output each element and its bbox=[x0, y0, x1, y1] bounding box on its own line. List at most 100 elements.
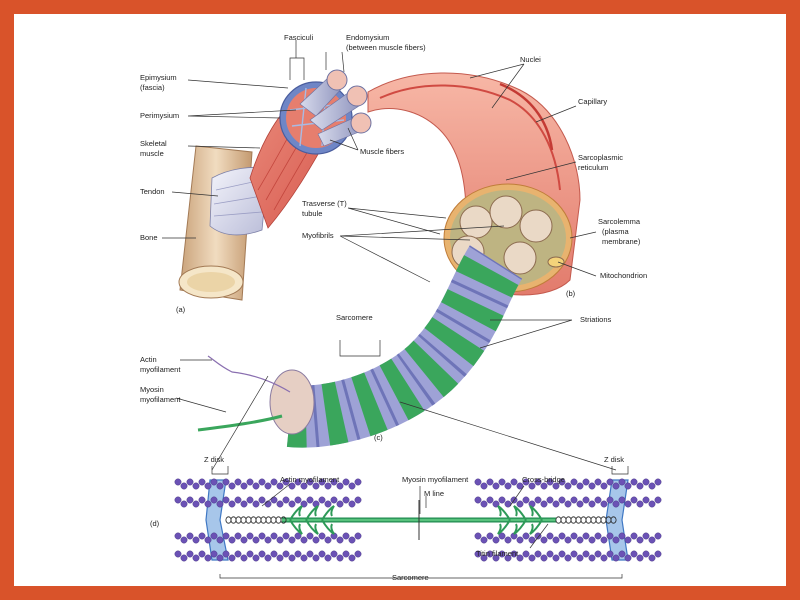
titin-coil bbox=[270, 516, 277, 524]
label-epimysium-sub: (fascia) bbox=[140, 83, 165, 92]
titin-coil bbox=[255, 516, 262, 524]
actin-bead bbox=[240, 554, 248, 562]
label-striations: Striations bbox=[580, 315, 612, 324]
panel-d: (d) bbox=[150, 519, 160, 528]
actin-bead bbox=[504, 554, 512, 562]
actin-bead bbox=[186, 550, 194, 558]
actin-bead bbox=[636, 500, 644, 508]
actin-bead bbox=[210, 550, 218, 558]
label-fasciculi: Fasciculi bbox=[284, 33, 314, 42]
cross-bridge-head bbox=[529, 505, 543, 521]
actin-bead bbox=[480, 482, 488, 490]
actin-bead bbox=[330, 496, 338, 504]
actin-bead bbox=[528, 536, 536, 544]
panel-c: (c) bbox=[374, 433, 383, 442]
actin-bead bbox=[654, 478, 662, 486]
label-myosin-c-sub: myofilament bbox=[140, 395, 181, 404]
actin-bead bbox=[654, 550, 662, 558]
actin-bead bbox=[492, 500, 500, 508]
actin-bead bbox=[216, 500, 224, 508]
actin-bead bbox=[324, 554, 332, 562]
actin-bead bbox=[588, 536, 596, 544]
actin-bead bbox=[174, 496, 182, 504]
actin-bead bbox=[636, 554, 644, 562]
actin-bead bbox=[204, 536, 212, 544]
actin-bead bbox=[582, 550, 590, 558]
actin-bead bbox=[252, 500, 260, 508]
actin-bead bbox=[558, 532, 566, 540]
panel-a: (a) bbox=[176, 305, 186, 314]
actin-bead bbox=[498, 550, 506, 558]
titin-coil bbox=[230, 516, 237, 524]
label-perimysium: Perimysium bbox=[140, 111, 179, 120]
actin-bead bbox=[576, 482, 584, 490]
actin-bead bbox=[270, 478, 278, 486]
actin-bead bbox=[342, 550, 350, 558]
actin-bead bbox=[324, 500, 332, 508]
actin-bead bbox=[222, 478, 230, 486]
actin-bead bbox=[306, 478, 314, 486]
actin-bead bbox=[534, 550, 542, 558]
titin-coil bbox=[260, 516, 267, 524]
actin-bead bbox=[564, 500, 572, 508]
actin-bead bbox=[486, 550, 494, 558]
actin-bead bbox=[522, 478, 530, 486]
actin-bead bbox=[480, 500, 488, 508]
actin-bead bbox=[540, 500, 548, 508]
actin-bead bbox=[198, 478, 206, 486]
actin-bead bbox=[324, 482, 332, 490]
actin-bead bbox=[270, 532, 278, 540]
actin-bead bbox=[582, 532, 590, 540]
actin-bead bbox=[330, 550, 338, 558]
actin-bead bbox=[594, 550, 602, 558]
actin-bead bbox=[642, 532, 650, 540]
actin-bead bbox=[180, 482, 188, 490]
actin-bead bbox=[228, 554, 236, 562]
actin-bead bbox=[354, 496, 362, 504]
actin-bead bbox=[474, 532, 482, 540]
actin-bead bbox=[258, 496, 266, 504]
actin-bead bbox=[330, 478, 338, 486]
actin-bead bbox=[486, 532, 494, 540]
actin-bead bbox=[546, 478, 554, 486]
cross-bridge-head bbox=[497, 505, 511, 521]
label-zdisk-right: Z disk bbox=[604, 455, 624, 464]
actin-bead bbox=[348, 500, 356, 508]
actin-bead bbox=[594, 532, 602, 540]
actin-bead bbox=[642, 496, 650, 504]
actin-bead bbox=[516, 482, 524, 490]
actin-bead bbox=[246, 532, 254, 540]
actin-bead bbox=[510, 550, 518, 558]
actin-bead bbox=[222, 496, 230, 504]
actin-bead bbox=[276, 500, 284, 508]
cross-bridge-head bbox=[321, 519, 335, 535]
titin-coil bbox=[585, 516, 592, 524]
actin-bead bbox=[306, 532, 314, 540]
actin-bead bbox=[174, 478, 182, 486]
actin-bead bbox=[618, 478, 626, 486]
titin-coil bbox=[265, 516, 272, 524]
titin-coil bbox=[240, 516, 247, 524]
actin-bead bbox=[258, 478, 266, 486]
actin-bead bbox=[234, 478, 242, 486]
actin-bead bbox=[174, 532, 182, 540]
actin-bead bbox=[474, 550, 482, 558]
actin-bead bbox=[564, 482, 572, 490]
actin-bead bbox=[480, 536, 488, 544]
label-sr-sub: reticulum bbox=[578, 163, 608, 172]
actin-bead bbox=[654, 532, 662, 540]
actin-bead bbox=[276, 482, 284, 490]
actin-bead bbox=[264, 482, 272, 490]
label-sarcolemma-2: (plasma bbox=[602, 227, 630, 236]
actin-bead bbox=[186, 478, 194, 486]
label-mline: M line bbox=[424, 489, 444, 498]
actin-bead bbox=[492, 536, 500, 544]
actin-bead bbox=[618, 550, 626, 558]
myosin-strand-c bbox=[197, 414, 283, 432]
label-zdisk-left: Z disk bbox=[204, 455, 224, 464]
actin-bead bbox=[612, 554, 620, 562]
actin-bead bbox=[630, 478, 638, 486]
actin-bead bbox=[264, 536, 272, 544]
actin-bead bbox=[552, 482, 560, 490]
actin-bead bbox=[216, 482, 224, 490]
